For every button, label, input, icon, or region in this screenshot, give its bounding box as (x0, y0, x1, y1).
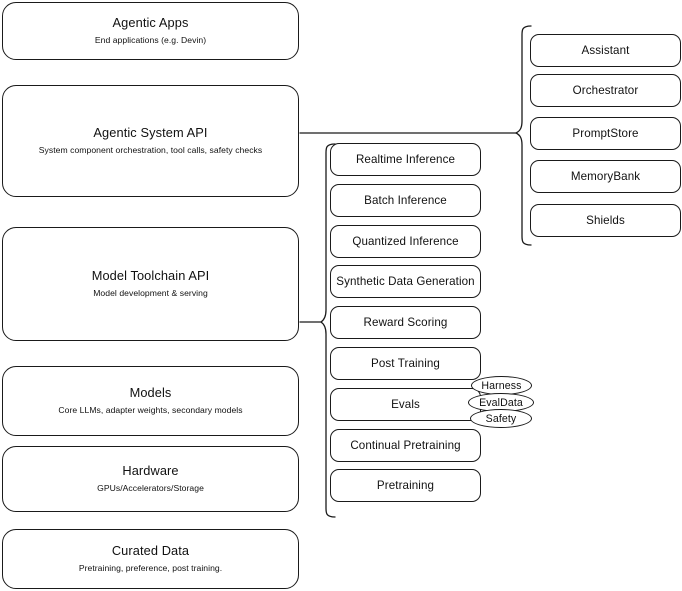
layer-title: Agentic System API (93, 125, 208, 141)
brace-system (515, 25, 532, 246)
layer-subtitle: Pretraining, preference, post training. (78, 563, 223, 574)
eval-badge-label: Harness (481, 379, 522, 392)
toolchain-item-label: Quantized Inference (352, 235, 459, 248)
eval-badge-label: Safety (485, 412, 517, 425)
layer-box-agentic-system-api[interactable]: Agentic System API System component orch… (2, 85, 299, 197)
system-item-label: Assistant (581, 44, 630, 57)
system-item-orchestrator[interactable]: Orchestrator (530, 74, 681, 107)
system-item-label: Orchestrator (572, 84, 639, 97)
system-item-shields[interactable]: Shields (530, 204, 681, 237)
toolchain-item-label: Reward Scoring (363, 316, 448, 329)
toolchain-item-label: Pretraining (376, 479, 435, 492)
toolchain-item-reward-scoring[interactable]: Reward Scoring (330, 306, 481, 339)
layer-subtitle: System component orchestration, tool cal… (38, 145, 263, 156)
layer-title: Hardware (122, 463, 179, 479)
toolchain-item-pretraining[interactable]: Pretraining (330, 469, 481, 502)
toolchain-item-evals[interactable]: Evals (330, 388, 481, 421)
toolchain-item-label: Batch Inference (364, 194, 447, 207)
toolchain-item-continual-pretraining[interactable]: Continual Pretraining (330, 429, 481, 462)
layer-subtitle: Core LLMs, adapter weights, secondary mo… (58, 405, 243, 416)
layer-box-agentic-apps[interactable]: Agentic Apps End applications (e.g. Devi… (2, 2, 299, 60)
toolchain-item-synthetic-data-generation[interactable]: Synthetic Data Generation (330, 265, 481, 298)
layer-box-hardware[interactable]: Hardware GPUs/Accelerators/Storage (2, 446, 299, 512)
toolchain-item-post-training[interactable]: Post Training (330, 347, 481, 380)
toolchain-item-label: Post Training (371, 357, 440, 370)
layer-subtitle: GPUs/Accelerators/Storage (97, 483, 204, 494)
layer-title: Models (129, 385, 172, 401)
system-item-memorybank[interactable]: MemoryBank (530, 160, 681, 193)
toolchain-item-quantized-inference[interactable]: Quantized Inference (330, 225, 481, 258)
system-item-label: Shields (586, 214, 625, 227)
toolchain-item-label: Realtime Inference (355, 153, 456, 166)
layer-box-curated-data[interactable]: Curated Data Pretraining, preference, po… (2, 529, 299, 589)
eval-badge-label: EvalData (479, 396, 523, 409)
system-item-promptstore[interactable]: PromptStore (530, 117, 681, 150)
layer-title: Agentic Apps (112, 15, 189, 31)
layer-subtitle: Model development & serving (93, 288, 208, 299)
system-item-label: PromptStore (572, 127, 639, 140)
toolchain-item-label: Continual Pretraining (350, 439, 461, 452)
system-item-label: MemoryBank (570, 170, 641, 183)
layer-title: Model Toolchain API (91, 268, 210, 284)
toolchain-item-realtime-inference[interactable]: Realtime Inference (330, 143, 481, 176)
toolchain-item-batch-inference[interactable]: Batch Inference (330, 184, 481, 217)
system-item-assistant[interactable]: Assistant (530, 34, 681, 67)
eval-badge-safety[interactable]: Safety (470, 409, 532, 428)
layer-subtitle: End applications (e.g. Devin) (94, 35, 207, 46)
toolchain-item-label: Synthetic Data Generation (336, 275, 475, 288)
layer-box-model-toolchain-api[interactable]: Model Toolchain API Model development & … (2, 227, 299, 341)
toolchain-item-label: Evals (391, 398, 420, 411)
layer-title: Curated Data (111, 543, 190, 559)
layer-box-models[interactable]: Models Core LLMs, adapter weights, secon… (2, 366, 299, 436)
